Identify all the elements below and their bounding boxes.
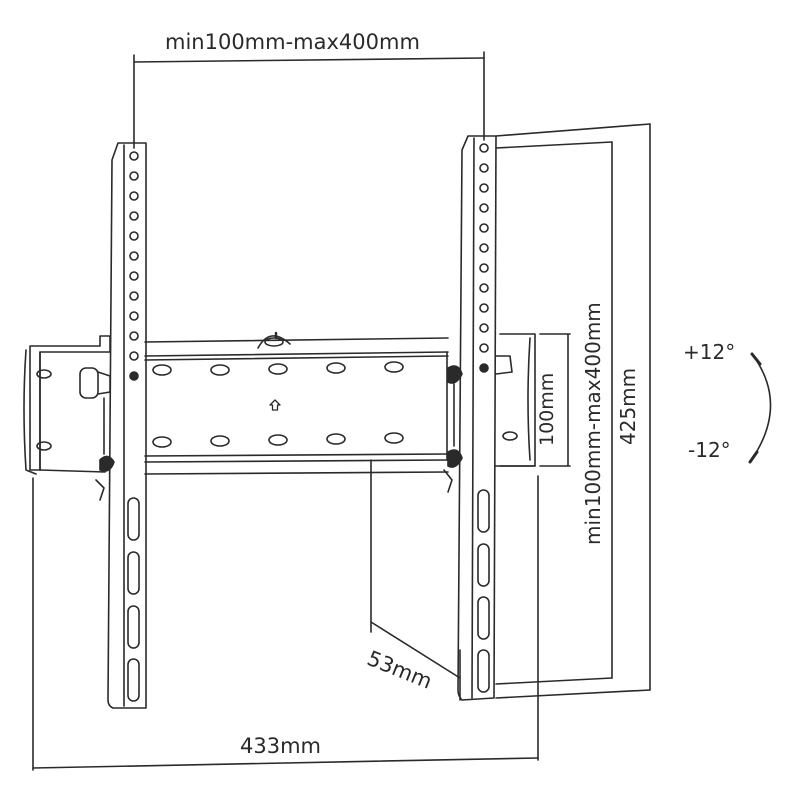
tilt-down-label: -12° xyxy=(688,438,731,462)
depth-dimension xyxy=(370,459,461,701)
right-arm-slots xyxy=(477,489,490,693)
tilt-arc xyxy=(748,352,772,464)
left-vertical-arm xyxy=(107,142,147,709)
left-arm-slots xyxy=(127,497,140,702)
overall-width-label: 433mm xyxy=(240,734,321,758)
horizontal-vesa-label: min100mm-max400mm xyxy=(165,30,420,54)
right-arm-holes xyxy=(479,143,489,373)
right-vertical-arm xyxy=(457,135,497,701)
rail-height-dimension xyxy=(539,333,571,467)
rail-slots xyxy=(152,361,404,448)
wall-plate xyxy=(23,333,536,475)
arm-height-dimension xyxy=(495,123,651,699)
arm-height-label: 425mm xyxy=(616,367,640,445)
horizontal-rails xyxy=(144,331,449,475)
vertical-vesa-label: min100mm-max400mm xyxy=(581,302,605,545)
bottom-dimension-line xyxy=(32,475,539,771)
tilt-knobs xyxy=(79,355,513,501)
rail-height-label: 100mm xyxy=(536,372,558,446)
left-arm-holes xyxy=(129,151,139,381)
vertical-vesa-dimension xyxy=(495,141,613,685)
tilt-up-label: +12° xyxy=(683,340,736,364)
top-dimension-line xyxy=(133,51,485,149)
